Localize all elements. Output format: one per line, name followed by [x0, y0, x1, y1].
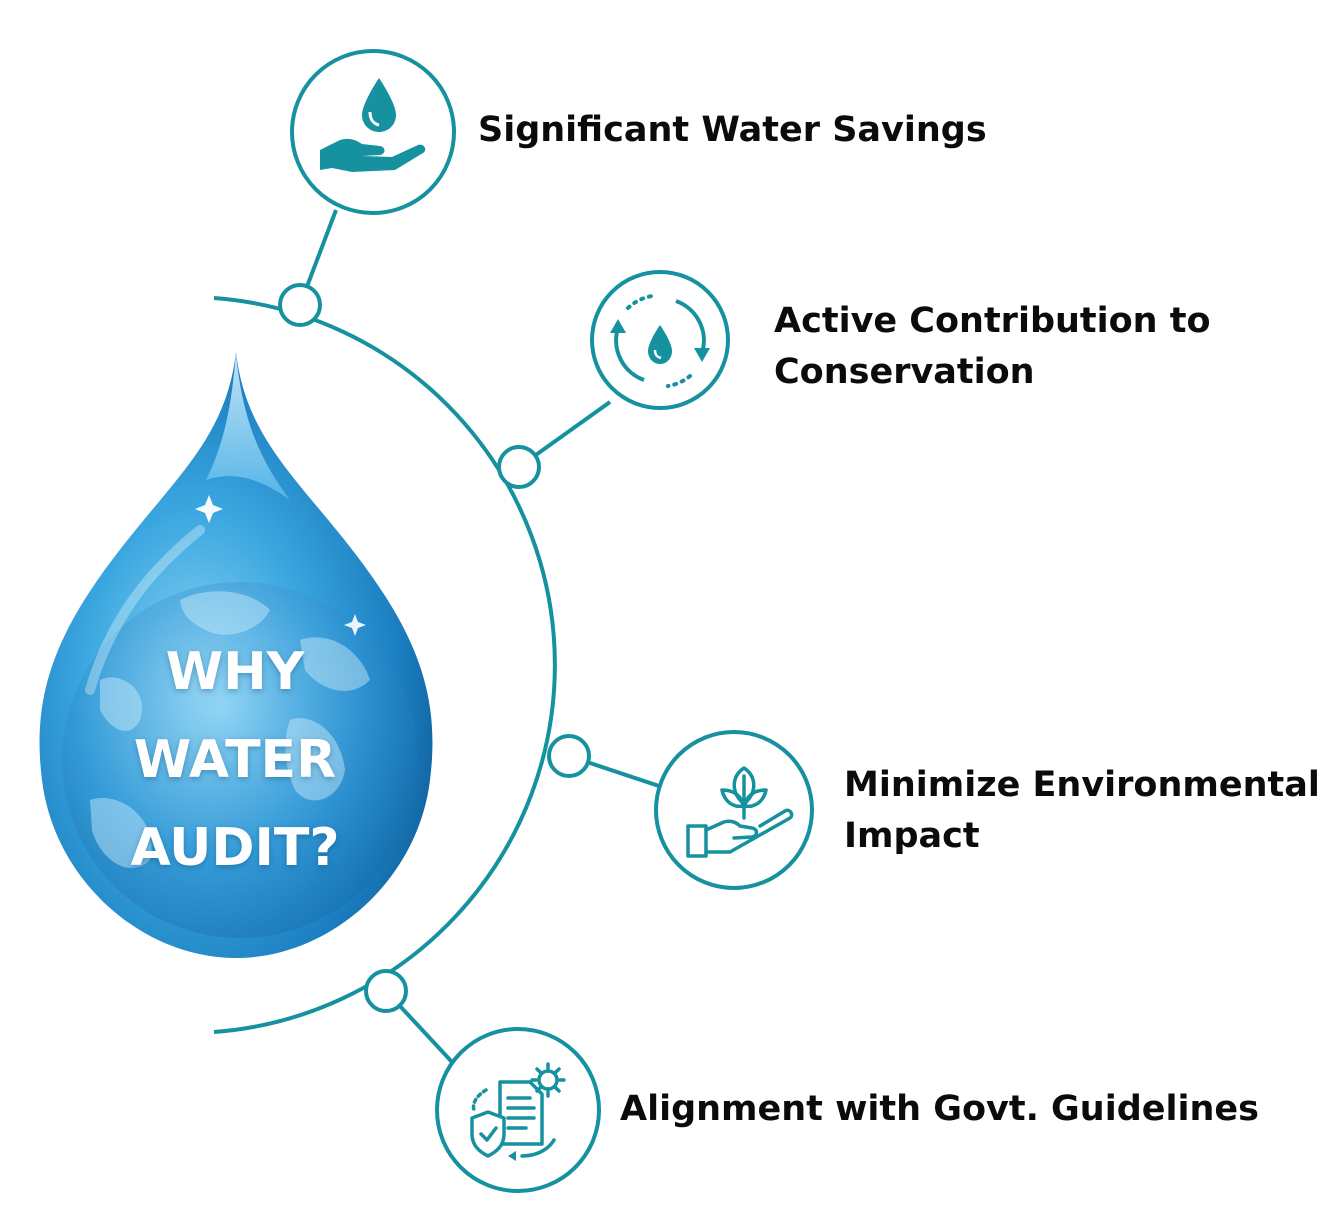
drop-title: WHY WATER AUDIT?	[60, 628, 410, 892]
globe	[62, 582, 418, 938]
arc-node	[497, 445, 541, 489]
arc-node	[364, 969, 408, 1013]
water-cycle-drop-icon	[610, 294, 710, 388]
arc-nodes	[278, 283, 591, 1013]
label-alignment-govt-guidelines: Alignment with Govt. Guidelines	[620, 1089, 1259, 1129]
arc-node	[278, 283, 322, 327]
continents	[90, 591, 370, 869]
arc-node	[547, 734, 591, 778]
drop-title-line-2: WATER	[133, 730, 337, 790]
hand-plant-icon	[686, 766, 794, 858]
icon-circle-environment	[654, 730, 814, 890]
label-significant-water-savings: Significant Water Savings	[478, 110, 987, 150]
document-shield-gear-icon	[470, 1062, 566, 1161]
label-minimize-environmental-impact: Minimize Environmental Impact	[844, 765, 1320, 856]
sparkle-icon	[195, 495, 366, 636]
water-drop	[39, 352, 433, 958]
label-active-contribution: Active Contribution to Conservation	[774, 301, 1211, 392]
drop-title-line-3: AUDIT?	[130, 818, 340, 878]
drop-title-line-1: WHY	[165, 642, 305, 702]
icon-circle-guidelines	[435, 1027, 601, 1193]
hand-water-drop-icon	[320, 78, 426, 172]
icon-circle-savings	[290, 49, 456, 215]
